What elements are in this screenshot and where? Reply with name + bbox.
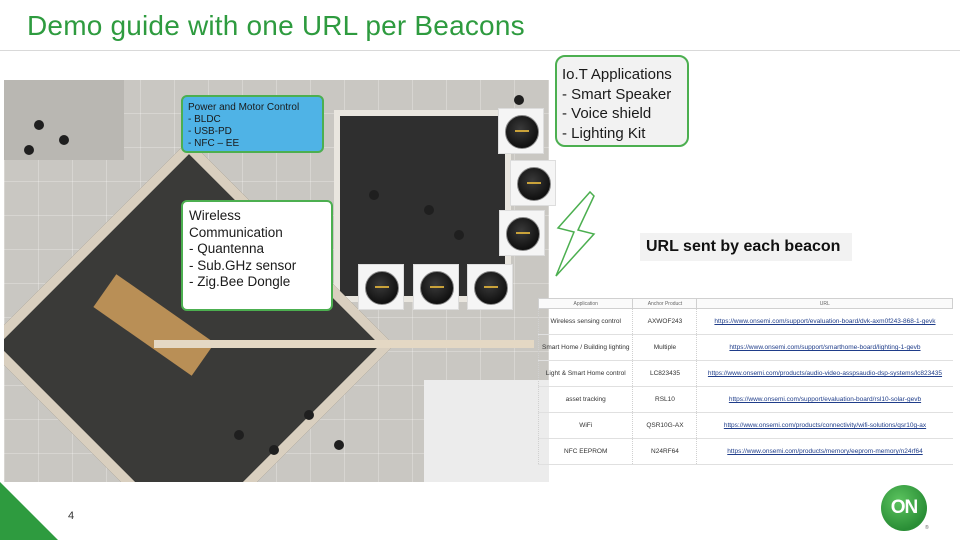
- product-cell: RSL10: [633, 387, 697, 413]
- beacon-wireless-1: [358, 264, 404, 310]
- on-semiconductor-logo: ON: [881, 485, 927, 531]
- wireless-signal-bolt-icon: [550, 190, 600, 280]
- chair: [514, 95, 524, 105]
- column-header: Application: [539, 299, 633, 309]
- column-header: Anchor Product: [633, 299, 697, 309]
- application-cell: WiFi: [539, 413, 633, 439]
- product-cell: QSR10G-AX: [633, 413, 697, 439]
- beacon-icon: [505, 115, 539, 149]
- title-divider: [0, 50, 960, 51]
- url-link[interactable]: https://www.onsemi.com/support/smarthome…: [697, 335, 953, 361]
- url-caption: URL sent by each beacon: [640, 233, 852, 261]
- beacon-wireless-3: [467, 264, 513, 310]
- chair: [334, 440, 344, 450]
- beacon-icon: [365, 271, 399, 305]
- beacon-wireless-2: [413, 264, 459, 310]
- column-header: URL: [697, 299, 953, 309]
- lounge-area: [4, 80, 124, 160]
- application-cell: Smart Home / Building lighting: [539, 335, 633, 361]
- beacon-iot-3: [499, 210, 545, 256]
- beacon-icon: [420, 271, 454, 305]
- url-link[interactable]: https://www.onsemi.com/products/connecti…: [697, 413, 953, 439]
- table-row: WiFi QSR10G-AX https://www.onsemi.com/pr…: [539, 413, 953, 439]
- url-link[interactable]: https://www.onsemi.com/products/memory/e…: [697, 439, 953, 465]
- product-cell: AXWOF243: [633, 309, 697, 335]
- url-link[interactable]: https://www.onsemi.com/support/evaluatio…: [697, 387, 953, 413]
- table-header-row: Application Anchor Product URL: [539, 299, 953, 309]
- chair: [59, 135, 69, 145]
- application-cell: Wireless sensing control: [539, 309, 633, 335]
- chair: [424, 205, 434, 215]
- beacon-iot-1: [498, 108, 544, 154]
- chair: [369, 190, 379, 200]
- trademark-symbol: ®: [925, 525, 929, 531]
- booth-wall: [154, 340, 534, 348]
- chair: [304, 410, 314, 420]
- product-cell: LC823435: [633, 361, 697, 387]
- table-row: Smart Home / Building lighting Multiple …: [539, 335, 953, 361]
- corner-accent: [0, 482, 58, 540]
- chair: [234, 430, 244, 440]
- product-cell: Multiple: [633, 335, 697, 361]
- beacon-icon: [474, 271, 508, 305]
- application-cell: NFC EEPROM: [539, 439, 633, 465]
- table-row: Light & Smart Home control LC823435 http…: [539, 361, 953, 387]
- chair: [454, 230, 464, 240]
- callout-power-motor-control: Power and Motor Control - BLDC - USB-PD …: [181, 95, 324, 153]
- page-number: 4: [68, 510, 74, 522]
- callout-iot-applications: Io.T Applications - Smart Speaker - Voic…: [555, 55, 689, 147]
- product-cell: N24RF64: [633, 439, 697, 465]
- slide-title: Demo guide with one URL per Beacons: [27, 10, 525, 42]
- table-row: NFC EEPROM N24RF64 https://www.onsemi.co…: [539, 439, 953, 465]
- url-link[interactable]: https://www.onsemi.com/support/evaluatio…: [697, 309, 953, 335]
- table-row: Wireless sensing control AXWOF243 https:…: [539, 309, 953, 335]
- beacon-url-table: Application Anchor Product URL Wireless …: [538, 298, 953, 465]
- reception-counter: [424, 380, 549, 482]
- beacon-icon: [506, 217, 540, 251]
- url-link[interactable]: https://www.onsemi.com/products/audio-vi…: [697, 361, 953, 387]
- beacon-icon: [517, 167, 551, 201]
- application-cell: asset tracking: [539, 387, 633, 413]
- chair: [24, 145, 34, 155]
- table-row: asset tracking RSL10 https://www.onsemi.…: [539, 387, 953, 413]
- callout-wireless-communication: Wireless Communication - Quantenna - Sub…: [181, 200, 333, 311]
- chair: [34, 120, 44, 130]
- application-cell: Light & Smart Home control: [539, 361, 633, 387]
- chair: [269, 445, 279, 455]
